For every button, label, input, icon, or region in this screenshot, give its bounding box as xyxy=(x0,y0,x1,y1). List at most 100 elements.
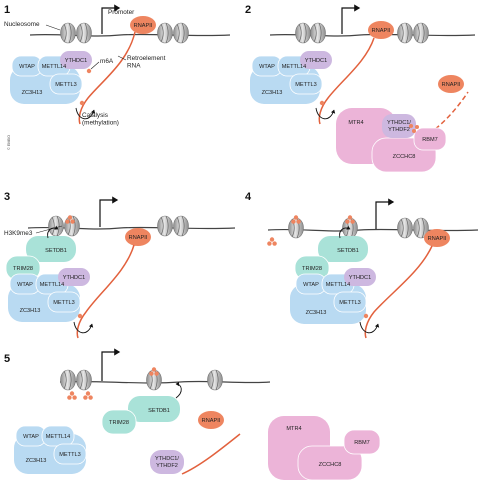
nucleosome-pointer xyxy=(45,24,61,31)
nucleosome xyxy=(207,369,223,391)
m6a-mark xyxy=(79,100,85,106)
mettl3-label: METTL3 xyxy=(55,82,76,88)
rnapii-free xyxy=(438,75,464,93)
wtap-label: WTAP xyxy=(19,64,35,70)
retroelement-rna xyxy=(318,37,375,125)
rnapii xyxy=(130,16,156,34)
retroelement-rna xyxy=(181,433,241,475)
h3k9me3-mark xyxy=(267,237,277,246)
trim28-label: TRIM28 xyxy=(13,266,33,272)
wtap-label: WTAP xyxy=(303,282,319,288)
nucleosome xyxy=(295,22,311,44)
mettl3-label: METTL3 xyxy=(59,452,80,458)
mettl14-label: METTL14 xyxy=(282,64,307,70)
nucleosome xyxy=(173,215,189,237)
mtr4-label: MTR4 xyxy=(286,426,301,432)
mettl3 xyxy=(333,291,367,313)
setdb1 xyxy=(26,236,76,262)
mettl14-label: METTL14 xyxy=(40,282,65,288)
zc3h13-label: ZC3H13 xyxy=(262,90,283,96)
panel-1: 1 Promoter Nucleosome RNAPII Retroelemen… xyxy=(4,4,231,127)
methylation-arrow xyxy=(175,381,182,399)
setdb1-label: SETDB1 xyxy=(148,408,170,414)
zc3h13-label: ZC3H13 xyxy=(306,310,327,316)
panel-2: 2 RNAPII WTAP METTL14 METTL3 YTHDC1 ZC3H… xyxy=(245,4,476,173)
nucleosome xyxy=(76,22,92,44)
m6a-mark xyxy=(86,68,92,74)
nucleosome xyxy=(157,22,173,44)
credit-text: © EMBO xyxy=(7,135,11,150)
h3k9me3-mark xyxy=(67,391,77,400)
methylation-arrow xyxy=(47,225,59,239)
mettl3 xyxy=(289,73,323,95)
mettl3 xyxy=(53,443,87,465)
rbm7-label: RBM7 xyxy=(354,440,370,446)
rbm7-label: RBM7 xyxy=(422,137,438,143)
rna-pointer xyxy=(117,55,127,61)
ythdc1-label: YTHDC1 xyxy=(349,275,371,281)
mettl14-label: METTL14 xyxy=(326,282,351,288)
wtap-label: WTAP xyxy=(23,434,39,440)
ythdc1-label: YTHDC1 xyxy=(63,275,85,281)
retroelement-rna xyxy=(76,244,135,339)
degraded-rna xyxy=(421,91,469,139)
h3k9me3-label: H3K9me3 xyxy=(4,230,33,237)
rnapii xyxy=(424,229,450,247)
ythdc1-label: YTHDC1 xyxy=(305,58,327,64)
m6a-mark xyxy=(415,125,419,129)
promoter-arrow xyxy=(99,196,119,227)
zc3h13-label: ZC3H13 xyxy=(20,308,41,314)
panel-2-label: 2 xyxy=(245,4,251,16)
catalysis-arrow xyxy=(315,107,336,120)
rnapii xyxy=(125,228,151,246)
rnapii-label: RNAPII xyxy=(202,418,221,424)
nucleosome-label: Nucleosome xyxy=(4,21,40,28)
nucleosome xyxy=(310,22,326,44)
ythdc1-ythdf2 xyxy=(150,450,184,474)
setdb1-label: SETDB1 xyxy=(45,248,67,254)
catalysis-arrow xyxy=(75,107,96,120)
rnapii-label: RNAPII xyxy=(129,235,148,241)
m6a-mark xyxy=(319,100,325,106)
ythdc1 xyxy=(300,51,332,69)
rbm7 xyxy=(413,127,447,151)
rnapii xyxy=(368,21,394,39)
promoter-arrow xyxy=(341,4,361,34)
ythdc1-ythdf2-label: YTHDC1/YTHDF2 xyxy=(155,456,179,469)
trim28 xyxy=(101,409,137,435)
mettl3-label: METTL3 xyxy=(339,300,360,306)
nucleosome xyxy=(173,22,189,44)
mettl3-label: METTL3 xyxy=(295,82,316,88)
panel-5-label: 5 xyxy=(4,353,10,365)
nucleosome xyxy=(157,215,173,237)
m6a-label: m6A xyxy=(100,58,114,65)
promoter-arrow xyxy=(101,4,121,34)
rbm7 xyxy=(343,429,381,455)
catalysis-label: Catalysis(methylation) xyxy=(82,112,119,127)
rnapii-label: RNAPII xyxy=(372,28,391,34)
promoter-arrow xyxy=(375,198,395,229)
zc3h13-label: ZC3H13 xyxy=(26,458,47,464)
mettl14-label: METTL14 xyxy=(42,64,67,70)
rnapii-label: RNAPII xyxy=(134,23,153,29)
retroelement-rna xyxy=(364,245,433,339)
catalysis-arrow xyxy=(73,321,94,334)
nucleosome xyxy=(288,217,304,239)
panel-5: 5 SETDB1 TRIM28 RNAPII YTHDC1/YTHDF2 WTA… xyxy=(4,348,381,481)
methylation-arrow xyxy=(339,225,351,239)
mettl14-label: METTL14 xyxy=(46,434,71,440)
zcchc8-label: ZCCHC8 xyxy=(319,462,342,468)
zcchc8 xyxy=(297,445,363,481)
promoter-label: Promoter xyxy=(108,9,135,16)
rnapii-label: RNAPII xyxy=(428,236,447,242)
nucleosome xyxy=(413,22,429,44)
panel-1-label: 1 xyxy=(4,4,10,16)
ythdc1-ythdf2-label: YTHDC1/YTHDF2 xyxy=(387,120,411,133)
setdb1 xyxy=(318,236,368,262)
ythdc1 xyxy=(60,51,92,69)
mettl3 xyxy=(49,73,83,95)
panel-4: 4 RNAPII SETDB1 TRIM28 WTAP METTL14 METT… xyxy=(245,191,479,339)
ythdc1-ythdf2 xyxy=(382,114,416,138)
wtap-label: WTAP xyxy=(259,64,275,70)
